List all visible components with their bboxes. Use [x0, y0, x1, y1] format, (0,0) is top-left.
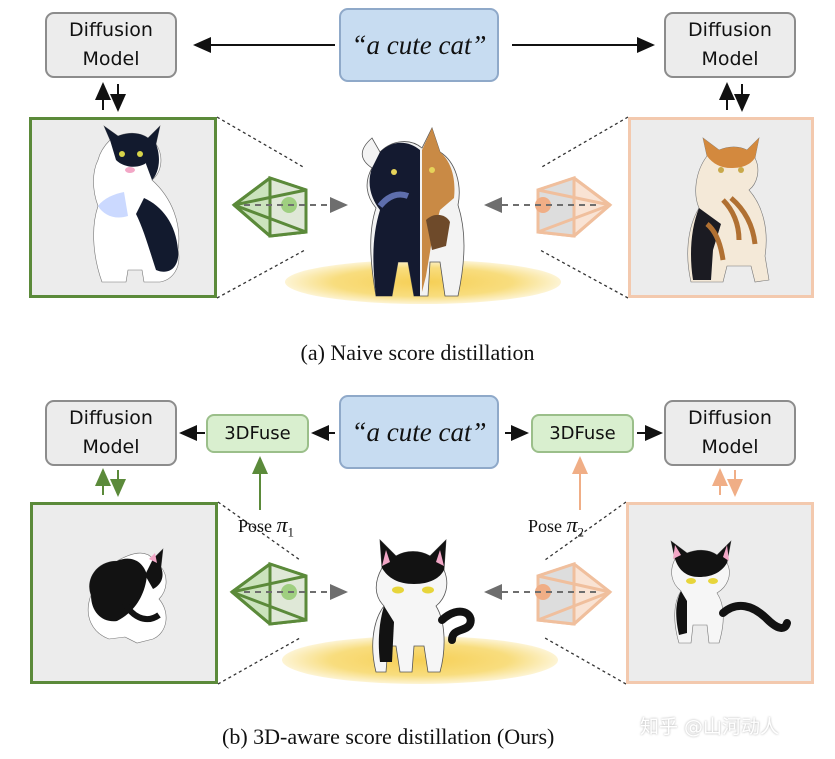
diffusion-label-line1: Diffusion [688, 19, 772, 41]
pose-label-1: Pose π1 [238, 512, 294, 541]
cat-render-left-bottom [87, 548, 167, 644]
prompt-text: “a cute cat” [351, 29, 487, 60]
diffusion-label-line1: Diffusion [69, 19, 153, 41]
diffusion-label-line2: Model [701, 48, 759, 70]
cat-render-right-bottom [670, 540, 791, 644]
proj-line-left-bottom-a [217, 501, 301, 561]
pose-subscript: 1 [287, 524, 295, 540]
rendered-view-left-top [29, 117, 217, 298]
diffusion-label-line2: Model [82, 436, 140, 458]
diffusion-label-line2: Model [82, 48, 140, 70]
proj-line-right-top-a [539, 116, 629, 169]
camera-green-top [231, 175, 308, 238]
proj-line-left-bottom-b [217, 637, 301, 685]
proj-line-left-top-b [216, 249, 306, 299]
3dfuse-left: 3DFuse [206, 414, 309, 453]
cat-3d-aware [372, 538, 475, 673]
3dfuse-label: 3DFuse [549, 423, 616, 444]
prompt-text: “a cute cat” [351, 416, 487, 447]
watermark: 知乎 @山河动人 [640, 716, 780, 738]
proj-line-right-top-b [539, 249, 629, 299]
caption-naive: (a) Naive score distillation [300, 340, 535, 365]
cat-3d-naive [361, 126, 465, 297]
diffusion-label-line1: Diffusion [69, 407, 153, 429]
cat-render-left-top [93, 125, 180, 283]
3dfuse-right: 3DFuse [531, 414, 634, 453]
pose-label-text: Pose [238, 516, 277, 536]
pose-symbol: π [276, 512, 288, 537]
cat-render-right-top [687, 137, 770, 283]
text-prompt-bottom: “a cute cat” [339, 395, 499, 469]
rendered-view-right-bottom [626, 502, 814, 684]
3dfuse-label: 3DFuse [224, 423, 291, 444]
ground-glow-bottom [282, 636, 558, 684]
diffusion-label-line2: Model [701, 436, 759, 458]
camera-peach-bottom [535, 561, 613, 626]
pose-label-text: Pose [528, 516, 567, 536]
camera-green-bottom [229, 561, 308, 626]
pose-symbol: π [566, 512, 578, 537]
rendered-view-right-top [628, 117, 814, 298]
diffusion-label-line1: Diffusion [688, 407, 772, 429]
proj-line-left-top-a [216, 116, 306, 169]
proj-line-right-bottom-a [544, 501, 627, 561]
text-prompt-top: “a cute cat” [339, 8, 499, 82]
pose-subscript: 2 [577, 524, 585, 540]
pose-label-2: Pose π2 [528, 512, 584, 541]
caption-ours: (b) 3D-aware score distillation (Ours) [222, 724, 555, 749]
camera-peach-top [535, 175, 613, 238]
rendered-view-left-bottom [30, 502, 218, 684]
